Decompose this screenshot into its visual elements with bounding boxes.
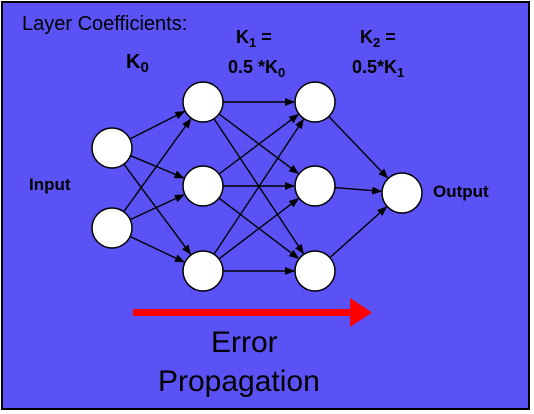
output-node-1 <box>381 172 423 214</box>
k2-symbol: K <box>360 27 373 47</box>
nodes-group <box>91 81 423 292</box>
k1-subscript: 1 <box>249 35 257 50</box>
hidden2-node-3 <box>294 250 336 292</box>
edge-l2-n0-to-n0 <box>328 116 389 179</box>
k2-expression-subscript: 1 <box>397 65 405 80</box>
propagation-arrow-head <box>350 298 372 327</box>
hidden2-node-2 <box>294 165 336 207</box>
edge-l0-n1-to-n1 <box>129 194 185 221</box>
edges-group <box>123 98 389 275</box>
input-node-2 <box>91 207 133 249</box>
edge-l1-n2-to-n0 <box>213 118 304 255</box>
edge-l2-n2-to-n0 <box>329 206 388 259</box>
k1-label: K1 = <box>236 28 272 49</box>
input-node-1 <box>91 127 133 169</box>
k0-label: K0 <box>126 52 149 75</box>
k1-equals: = <box>256 27 272 47</box>
k0-symbol: K <box>126 51 141 73</box>
diagram-panel <box>1 1 530 410</box>
propagation-arrow-shaft <box>133 309 355 316</box>
k2-expression-text: 0.5*K <box>352 57 398 77</box>
input-label: Input <box>29 175 71 194</box>
hidden1-node-1 <box>182 81 224 123</box>
k2-subscript: 2 <box>373 35 381 50</box>
edge-l0-n0-to-n0 <box>129 110 186 140</box>
edge-l0-n0-to-n2 <box>123 163 192 255</box>
k1-expression-text: 0.5 *K <box>228 57 279 77</box>
hidden2-node-1 <box>294 81 336 123</box>
caption-line-2: Propagation <box>158 365 320 398</box>
edge-l0-n1-to-n0 <box>123 118 192 213</box>
diagram-title: Layer Coefficients: <box>22 13 188 35</box>
edge-l0-n1-to-n2 <box>129 235 185 263</box>
k2-expression: 0.5*K1 <box>352 58 404 79</box>
propagation-arrow <box>133 298 372 327</box>
edge-l1-n2-to-n1 <box>218 198 300 260</box>
k2-label: K2 = <box>360 28 396 49</box>
edge-l2-n1-to-n0 <box>334 186 383 195</box>
output-label: Output <box>433 182 489 201</box>
edge-l1-n1-to-n0 <box>218 113 300 175</box>
k1-symbol: K <box>236 27 249 47</box>
k1-expression-subscript: 0 <box>278 65 286 80</box>
k1-expression: 0.5 *K0 <box>228 58 285 79</box>
hidden1-node-2 <box>182 165 224 207</box>
k2-equals: = <box>380 27 396 47</box>
hidden1-node-3 <box>182 250 224 292</box>
caption-line-1: Error <box>211 326 278 359</box>
k0-subscript: 0 <box>140 59 149 76</box>
